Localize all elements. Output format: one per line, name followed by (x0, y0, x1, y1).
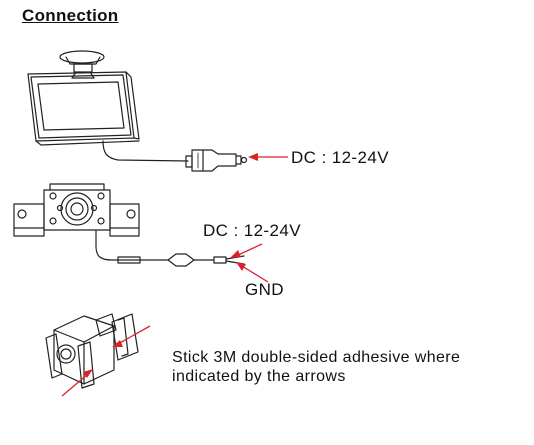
mounting-note: Stick 3M double-sided adhesive where ind… (172, 348, 522, 386)
section-title: Connection (22, 6, 119, 25)
arrow-dc-monitor-icon (248, 153, 288, 161)
arrow-adhesive-top-icon (112, 325, 151, 347)
monitor-power-label: DC : 12-24V (291, 148, 389, 167)
mounting-note-line-1: Stick 3M double-sided adhesive where (172, 349, 461, 366)
mounting-note-line-2: indicated by the arrows (172, 368, 346, 385)
arrow-gnd-icon (236, 262, 269, 283)
car-power-plug (185, 149, 248, 172)
camera-mounting-illustration (45, 313, 139, 389)
camera-illustration (13, 183, 245, 267)
ground-label: GND (245, 280, 284, 299)
camera-power-label: DC : 12-24V (203, 221, 301, 240)
arrow-dc-camera-icon (230, 243, 263, 258)
arrow-adhesive-bottom-icon (61, 369, 93, 397)
monitor-illustration (27, 50, 189, 162)
red-arrows (61, 153, 288, 397)
